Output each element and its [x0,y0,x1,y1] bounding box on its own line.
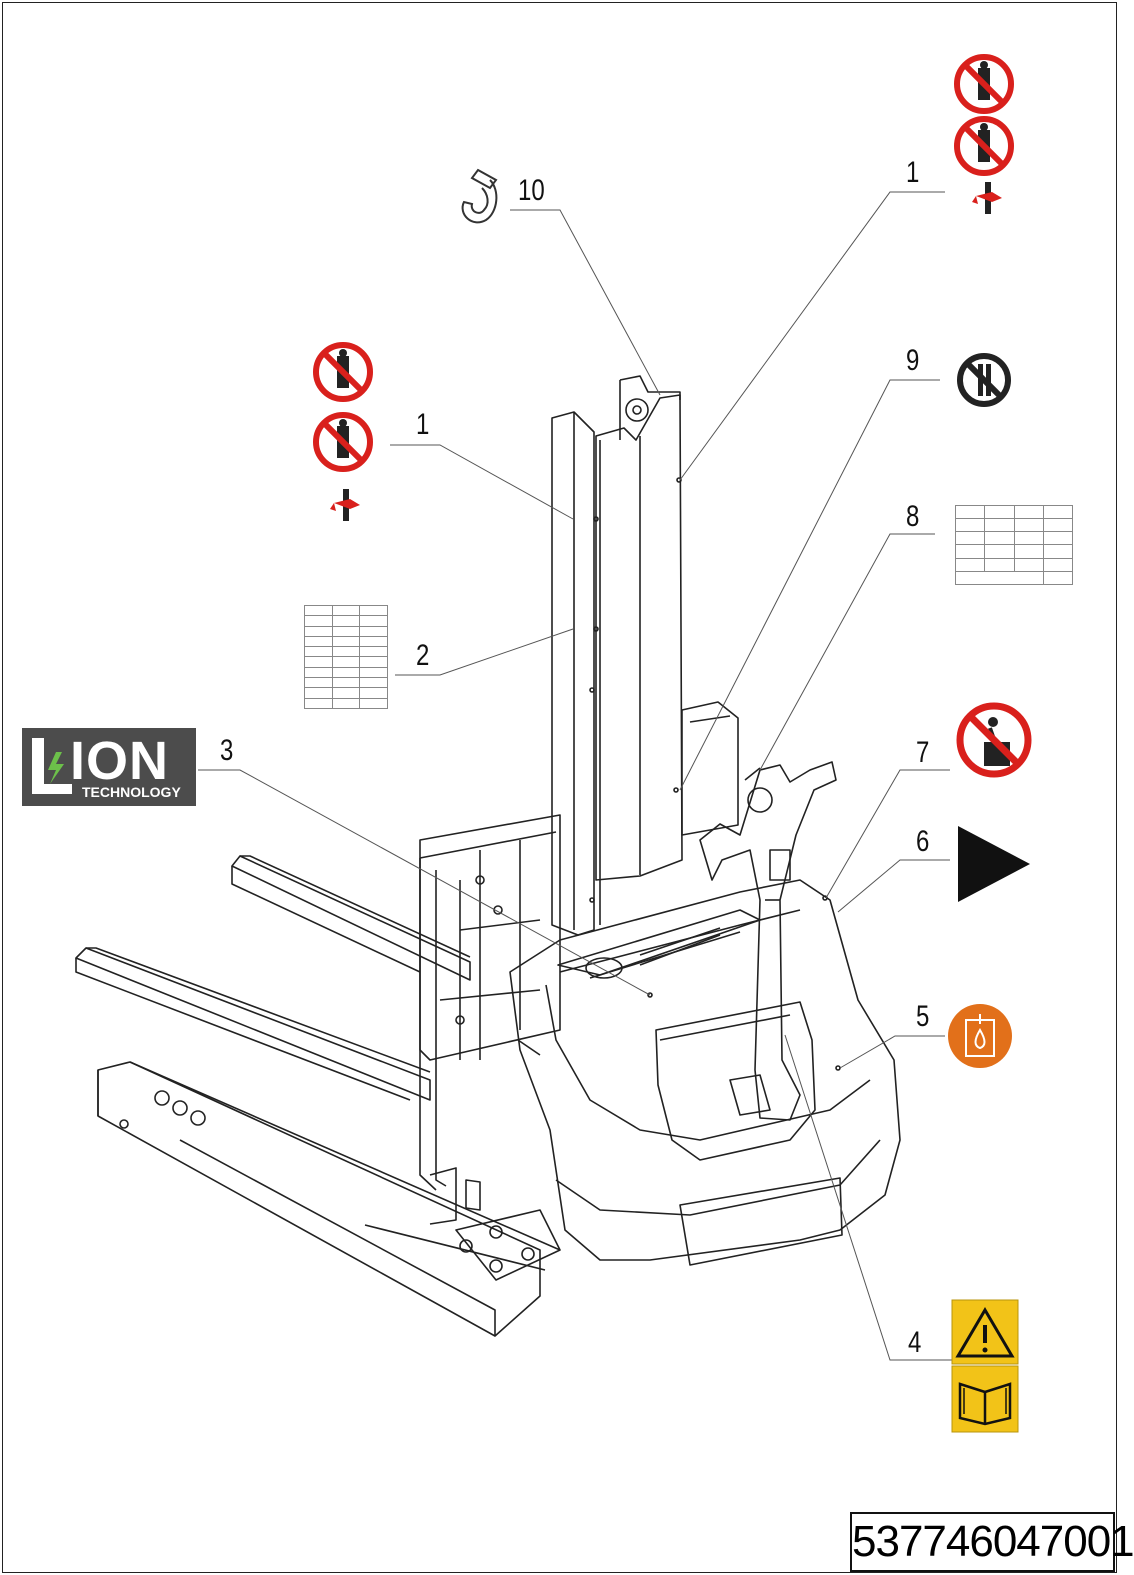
direction-arrow-icon [958,826,1030,902]
no-riding-icon [956,702,1032,778]
callout-8: 8 [906,500,920,533]
callout-7: 7 [916,736,930,769]
leader-lines [198,191,955,1361]
callout-10: 10 [518,174,545,207]
callout-4: 4 [908,1326,922,1359]
warning-triangle-icon [951,1299,1019,1365]
no-standing-under-load-icon [316,345,370,399]
no-reaching-through-mast-icon [957,353,1011,407]
load-capacity-plate [304,604,388,710]
document-number: 537746047001 [850,1512,1134,1572]
hook-icon [461,168,498,224]
logo-subtitle: TECHNOLOGY [82,784,181,800]
lion-technology-logo: ION TECHNOLOGY [22,728,196,806]
lightning-l-icon [32,738,72,794]
callout-5: 5 [916,1000,930,1033]
callout-1-top: 1 [906,156,920,189]
logo-wordmark: ION [70,731,170,791]
read-manual-icon [951,1365,1019,1433]
callout-6: 6 [916,825,930,858]
callout-1-left: 1 [416,408,430,441]
callout-2: 2 [416,639,430,672]
no-person-under-mast-icon [957,119,1011,173]
truck-nameplate [954,504,1074,586]
callout-9: 9 [906,344,920,377]
hand-crush-icon [330,489,360,521]
callout-3: 3 [220,734,234,767]
no-standing-under-load-icon [957,57,1011,111]
hand-crush-icon [972,182,1002,214]
no-person-under-mast-icon [316,415,370,469]
hydraulic-oil-icon [948,1004,1012,1068]
stacker-body [75,375,901,1337]
